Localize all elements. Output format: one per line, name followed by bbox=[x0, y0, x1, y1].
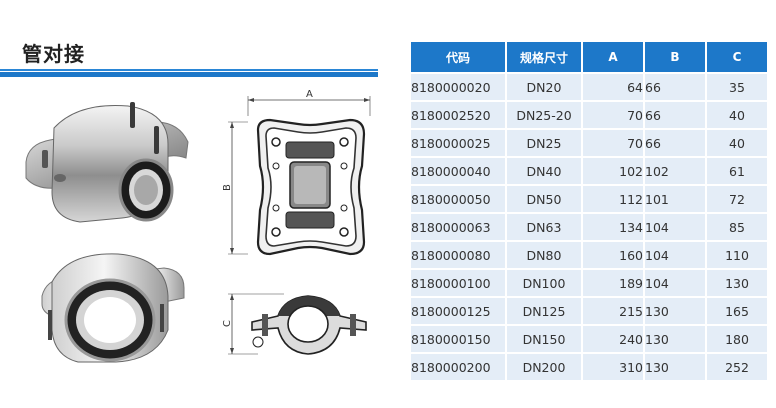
cell-size: DN200 bbox=[506, 352, 583, 380]
cell-c: 72 bbox=[706, 184, 767, 213]
cell-code: 8180000020 bbox=[411, 72, 507, 101]
cell-code: 8180000100 bbox=[411, 268, 507, 297]
cell-code: 8180000025 bbox=[411, 128, 507, 157]
cell-a: 102 bbox=[582, 156, 645, 185]
cell-a: 215 bbox=[582, 296, 645, 325]
cell-size: DN63 bbox=[506, 212, 583, 241]
cell-size: DN40 bbox=[506, 156, 583, 185]
cell-size: DN150 bbox=[506, 324, 583, 353]
cell-code: 8180000200 bbox=[411, 352, 507, 380]
cell-a: 70 bbox=[582, 128, 645, 157]
cell-b: 66 bbox=[644, 100, 707, 129]
cell-a: 160 bbox=[582, 240, 645, 269]
header-code: 代码 bbox=[411, 42, 507, 73]
cell-b: 102 bbox=[644, 156, 707, 185]
product-photo-coupling-front bbox=[41, 253, 185, 363]
cell-a: 240 bbox=[582, 324, 645, 353]
cell-size: DN80 bbox=[506, 240, 583, 269]
cell-b: 66 bbox=[644, 128, 707, 157]
cell-size: DN50 bbox=[506, 184, 583, 213]
cell-size: DN25-20 bbox=[506, 100, 583, 129]
header-b: B bbox=[644, 42, 707, 73]
cell-c: 35 bbox=[706, 72, 767, 101]
technical-drawing-side-view: C bbox=[222, 293, 367, 355]
cell-a: 189 bbox=[582, 268, 645, 297]
cell-c: 180 bbox=[706, 324, 767, 353]
cell-code: 8180000080 bbox=[411, 240, 507, 269]
cell-c: 165 bbox=[706, 296, 767, 325]
cell-b: 66 bbox=[644, 72, 707, 101]
cell-size: DN125 bbox=[506, 296, 583, 325]
cell-a: 112 bbox=[582, 184, 645, 213]
cell-c: 252 bbox=[706, 352, 767, 380]
cell-size: DN25 bbox=[506, 128, 583, 157]
spec-table-header-row: 代码 规格尺寸 A B C bbox=[411, 42, 767, 73]
cell-code: 8180000050 bbox=[411, 184, 507, 213]
cell-b: 130 bbox=[644, 296, 707, 325]
product-photo-coupling-angled bbox=[25, 102, 189, 223]
cell-code: 8180000150 bbox=[411, 324, 507, 353]
cell-b: 104 bbox=[644, 212, 707, 241]
cell-a: 64 bbox=[582, 72, 645, 101]
title-divider-thin bbox=[0, 69, 378, 71]
dimension-label-b: B bbox=[222, 184, 233, 191]
cell-size: DN20 bbox=[506, 72, 583, 101]
cell-c: 110 bbox=[706, 240, 767, 269]
cell-b: 101 bbox=[644, 184, 707, 213]
cell-code: 8180002520 bbox=[411, 100, 507, 129]
cell-code: 8180000125 bbox=[411, 296, 507, 325]
cell-b: 130 bbox=[644, 324, 707, 353]
header-size: 规格尺寸 bbox=[506, 42, 583, 73]
cell-c: 40 bbox=[706, 100, 767, 129]
header-c: C bbox=[706, 42, 767, 73]
cell-c: 130 bbox=[706, 268, 767, 297]
cell-c: 61 bbox=[706, 156, 767, 185]
technical-drawing-top-view: A B bbox=[222, 89, 371, 256]
cell-b: 130 bbox=[644, 352, 707, 380]
cell-b: 104 bbox=[644, 268, 707, 297]
cell-a: 70 bbox=[582, 100, 645, 129]
cell-a: 134 bbox=[582, 212, 645, 241]
cell-code: 8180000063 bbox=[411, 212, 507, 241]
cell-c: 85 bbox=[706, 212, 767, 241]
page-title: 管对接 bbox=[22, 42, 85, 66]
dimension-label-a: A bbox=[306, 89, 313, 100]
cell-b: 104 bbox=[644, 240, 707, 269]
title-divider-thick bbox=[0, 72, 378, 77]
header-a: A bbox=[582, 42, 645, 73]
cell-c: 40 bbox=[706, 128, 767, 157]
dimension-label-c: C bbox=[222, 320, 233, 327]
cell-size: DN100 bbox=[506, 268, 583, 297]
cell-a: 310 bbox=[582, 352, 645, 380]
cell-code: 8180000040 bbox=[411, 156, 507, 185]
